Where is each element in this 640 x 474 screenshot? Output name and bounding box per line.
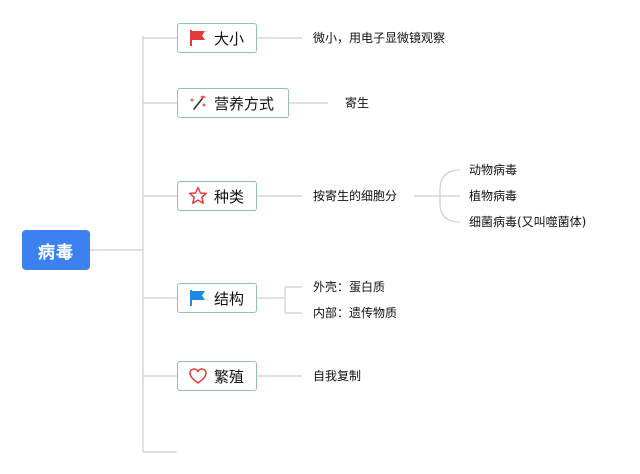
detail-label[interactable]: 内部：遗传物质 <box>313 306 398 320</box>
topic-label: 营养方式 <box>214 94 275 113</box>
topic-label: 大小 <box>214 29 245 48</box>
topic-label: 结构 <box>214 289 245 308</box>
detail-label[interactable]: 自我复制 <box>313 369 362 383</box>
detail-label[interactable]: 微小，用电子显微镜观察 <box>313 31 446 45</box>
subdetail-label[interactable]: 植物病毒 <box>469 189 518 203</box>
topic-types[interactable]: 种类 <box>177 181 257 211</box>
topic-size[interactable]: 大小 <box>177 23 257 53</box>
heart-icon <box>189 368 207 384</box>
red-flag-icon <box>190 30 205 46</box>
subdetail-label[interactable]: 动物病毒 <box>469 163 518 177</box>
topic-label: 繁殖 <box>214 367 245 386</box>
detail-label[interactable]: 外壳：蛋白质 <box>313 280 386 294</box>
subdetail-label[interactable]: 细菌病毒(又叫噬菌体) <box>469 215 587 229</box>
topic-reproduction[interactable]: 繁殖 <box>177 361 257 391</box>
topic-nutrition-mode[interactable]: 营养方式 <box>177 88 289 118</box>
root-topic[interactable]: 病毒 <box>22 230 90 270</box>
topic-label: 种类 <box>214 187 245 206</box>
topic-structure[interactable]: 结构 <box>177 283 257 313</box>
magic-wand-icon <box>190 95 206 110</box>
blue-flag-icon <box>190 290 205 306</box>
detail-label[interactable]: 按寄生的细胞分 <box>313 189 398 203</box>
star-icon <box>188 186 208 204</box>
detail-label[interactable]: 寄生 <box>345 96 370 110</box>
